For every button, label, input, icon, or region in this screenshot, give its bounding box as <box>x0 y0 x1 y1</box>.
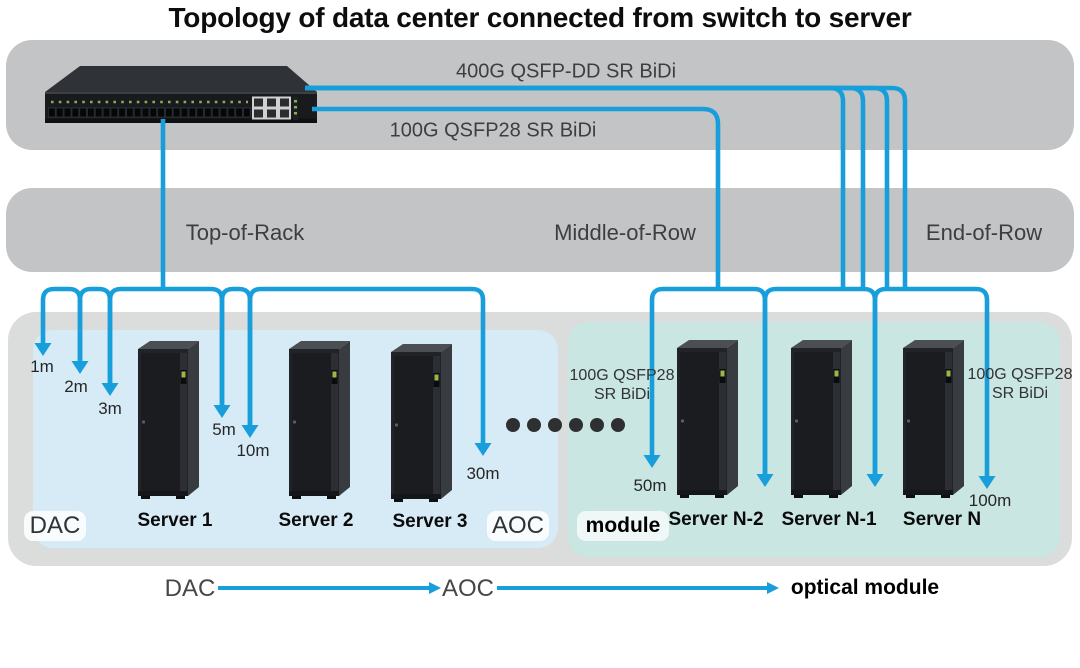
server-2-label: Server 2 <box>278 510 354 531</box>
distance-50m: 50m <box>633 476 667 495</box>
arrowheads <box>34 343 996 594</box>
module-note-right-line1: 100G QSFP28 <box>967 366 1073 383</box>
zone-top-of-rack: Top-of-Rack <box>185 220 305 245</box>
module-note-right-line2: SR BiDi <box>991 385 1049 402</box>
dac-badge: DAC <box>24 511 86 541</box>
uplink-400g-label: 400G QSFP-DD SR BiDi <box>455 60 677 83</box>
distance-100m: 100m <box>968 491 1012 510</box>
distance-10m: 10m <box>236 441 270 460</box>
module-note-left-line2: SR BiDi <box>593 386 651 403</box>
module-note-left-line1: 100G QSFP28 <box>569 367 675 384</box>
module-note-left: 100G QSFP28 SR BiDi <box>570 366 675 404</box>
legend-dac: DAC <box>164 575 216 602</box>
zone-end-of-row: End-of-Row <box>925 220 1043 245</box>
zone-band <box>6 188 1074 272</box>
distance-5m: 5m <box>212 420 236 439</box>
server-n2-label: Server N-2 <box>668 509 764 530</box>
connection-lines <box>40 85 990 590</box>
network-switch-icon <box>45 66 317 123</box>
server-1-label: Server 1 <box>137 510 213 531</box>
zone-middle-of-row: Middle-of-Row <box>554 220 696 245</box>
module-note-right: 100G QSFP28 SR BiDi <box>968 365 1073 403</box>
server-3-label: Server 3 <box>392 511 468 532</box>
distance-30m: 30m <box>466 464 500 483</box>
distance-1m: 1m <box>30 357 54 376</box>
server-n1-label: Server N-1 <box>781 509 877 530</box>
server-n-label: Server N <box>902 509 982 530</box>
ellipsis-dots <box>506 418 625 432</box>
distance-3m: 3m <box>98 399 122 418</box>
distance-2m: 2m <box>64 377 88 396</box>
module-badge: module <box>577 511 669 541</box>
rj45-ports <box>252 96 291 120</box>
legend-optical-module: optical module <box>790 576 940 599</box>
page-title: Topology of data center connected from s… <box>168 2 912 33</box>
aoc-badge: AOC <box>487 511 549 541</box>
uplink-100g-label: 100G QSFP28 SR BiDi <box>389 119 597 142</box>
legend-aoc: AOC <box>441 575 495 602</box>
